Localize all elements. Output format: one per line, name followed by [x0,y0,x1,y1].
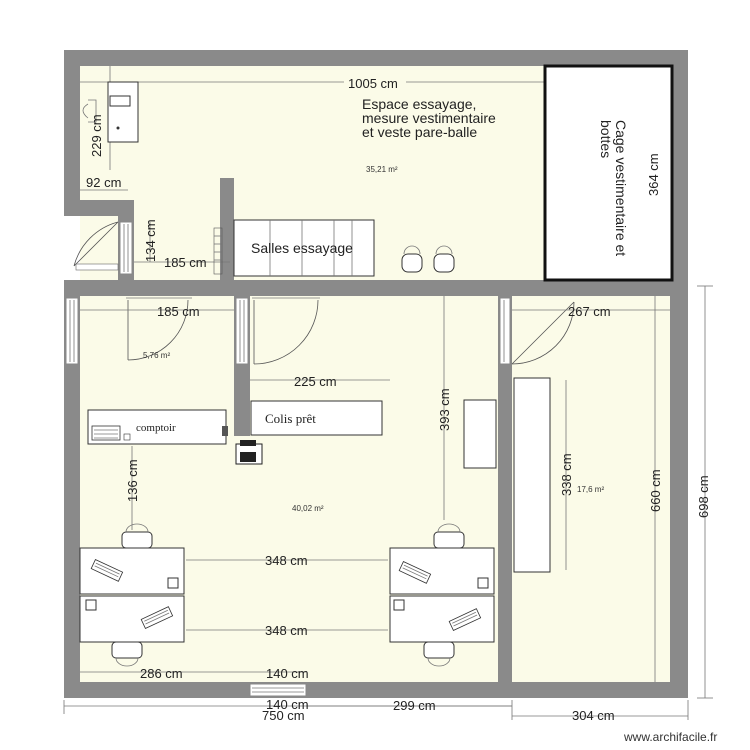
radiator-icon [213,227,223,275]
dim-notch-height: 134 cm [143,219,158,262]
dim-bottom-750: 750 cm [262,708,305,723]
dimension-labels: 1005 cm 229 cm 92 cm 134 cm 185 cm 364 c… [86,76,711,723]
phone-icon [167,577,179,589]
dim-right-room-width: 267 cm [568,304,611,319]
cage-label-line-1: Cage vestimentaire et [613,120,629,256]
wall-notch-horizontal [64,200,134,216]
dim-bottom-mid-140-outer: 140 cm [266,697,309,712]
window-notch [119,221,133,275]
ready-parcels-label: Colis prêt [265,411,316,426]
desk-top-left [107,81,139,143]
wall-middle [64,280,688,296]
desk-cluster-left [79,523,185,667]
keyboard-icon [109,95,131,107]
door-right-room [511,301,575,365]
window-left [65,297,79,365]
desk [79,595,185,643]
wall-divider-right [498,280,512,698]
desk-cluster-right [389,523,495,667]
fitting-rooms-block [233,219,375,277]
right-room-area: 17,6 m² [577,485,604,494]
dim-partition-393: 393 cm [437,388,452,431]
door-main-room [253,299,319,365]
printer-icon [235,440,263,465]
main-room-furniture [79,399,497,667]
main-room-area: 40,02 m² [292,504,324,513]
dim-desk-row-lower: 348 cm [265,623,308,638]
dim-desk-row-upper: 348 cm [265,553,308,568]
dim-notch-width: 92 cm [86,175,121,190]
dim-overall-height: 698 cm [696,475,711,518]
counter-label: comptoir [136,422,176,434]
window-right-divider [499,297,511,365]
top-room-title-line-2: mesure vestimentaire [362,110,496,126]
dim-small-room-width: 185 cm [157,304,200,319]
cabinet-main [463,399,497,469]
dim-bottom-304: 304 cm [572,708,615,723]
phone-icon [477,577,489,589]
chair-icon [423,641,455,659]
keyboard-icon [448,608,482,631]
small-room-area: 5,76 m² [143,351,170,360]
keyboard-icon [398,561,432,584]
window-bottom [249,683,307,697]
wall-inner-stub [220,178,234,280]
chair-icon [121,531,153,549]
room-labels: Espace essayage, mesure vestimentaire et… [136,96,629,513]
clothing-cage [543,64,674,282]
wall-bottom [64,682,688,698]
ready-parcels-shelf [250,400,383,436]
wall-left [64,280,80,698]
dim-top-left-height: 229 cm [89,114,104,157]
doors [73,221,575,365]
window-partition [235,297,249,365]
dim-counter-136: 136 cm [125,459,140,502]
fitting-rooms-label: Salles essayage [251,240,353,256]
phone-icon [393,599,405,611]
cage-label-line-2: bottes [598,120,614,158]
wall-right [670,280,688,698]
stool-icon [433,245,455,273]
dim-right-room-height: 660 cm [648,469,663,512]
windows [65,221,511,697]
dim-corridor-width: 185 cm [164,255,207,270]
walls [64,50,688,698]
chair-icon [82,99,97,123]
dim-top-width: 1005 cm [348,76,398,91]
keyboard-icon [91,425,121,441]
desk [389,547,495,595]
door-entrance-arc [73,221,119,267]
phone-icon [85,599,97,611]
chair-icon [433,531,465,549]
dim-partition-225: 225 cm [294,374,337,389]
wall-top-right [672,50,688,286]
stool-icon [401,245,423,273]
wall-top [64,50,688,66]
dim-top-right-height: 364 cm [646,153,661,196]
wall-top-left-upper [64,50,80,216]
keyboard-icon [90,559,124,582]
dim-bottom-left-286: 286 cm [140,666,183,681]
top-room-title-line-3: et veste pare-balle [362,124,477,140]
dim-cabinet-338: 338 cm [559,453,574,496]
top-room-area: 35,21 m² [366,165,398,174]
chair-icon [111,641,143,659]
dim-bottom-mid-140-inner: 140 cm [266,666,309,681]
top-room-furniture [82,64,674,282]
watermark: www.archifacile.fr [623,730,717,744]
cabinet-right-room [513,377,551,573]
top-room-title-line-1: Espace essayage, [362,96,476,112]
dim-bottom-299: 299 cm [393,698,436,713]
keyboard-icon [140,606,174,629]
